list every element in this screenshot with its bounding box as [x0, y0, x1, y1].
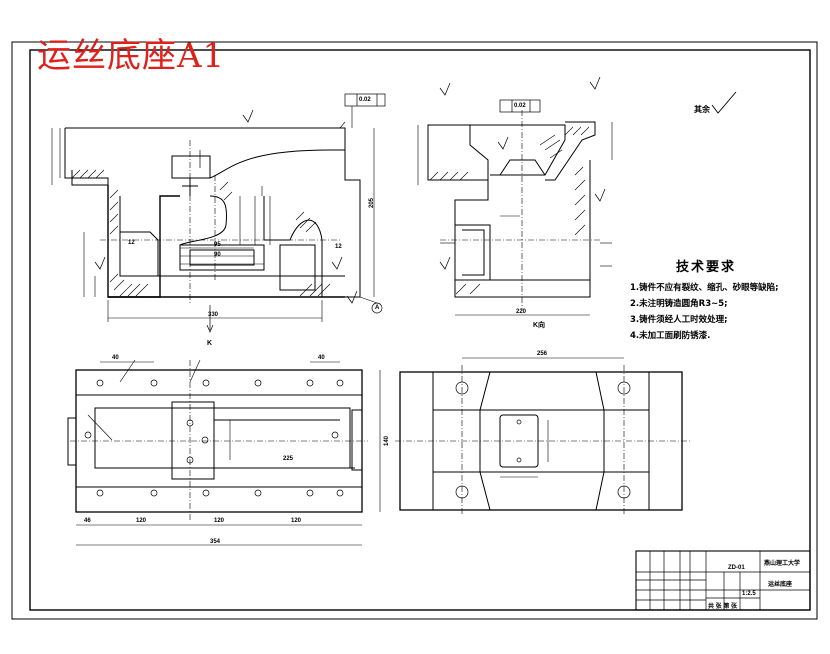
- dim-95: 95: [214, 242, 221, 248]
- dim-plan-height: 140: [384, 435, 391, 447]
- dim-12b: 12: [335, 244, 342, 250]
- inner-border: [29, 49, 811, 611]
- side-view: [417, 76, 613, 316]
- dim-120b: 120: [214, 518, 225, 524]
- title-block: [635, 550, 811, 611]
- tech-requirements-heading: 技术要求: [676, 260, 737, 275]
- k-view: [395, 357, 690, 515]
- dim-40a: 40: [112, 355, 119, 361]
- tech-requirement-4: 4.未加工面刷防锈漆.: [630, 331, 711, 341]
- dim-225: 225: [283, 456, 294, 462]
- dim-12a: 12: [128, 240, 135, 246]
- section-label-k: K向: [533, 322, 546, 329]
- datum-label: A: [375, 305, 380, 311]
- dim-40b: 40: [318, 355, 325, 361]
- tolerance-value-2: 0.02: [514, 103, 526, 109]
- outer-border: [11, 41, 818, 620]
- dim-90: 90: [214, 252, 221, 258]
- title-block-part-name: 运丝底座: [768, 582, 793, 588]
- tolerance-value-1: 0.02: [359, 97, 371, 103]
- tech-requirement-3: 3.铸件须经人工时效处理;: [630, 315, 728, 325]
- title-block-sheet: 共 张 第 张: [708, 604, 738, 610]
- k-arrow-label: K: [207, 340, 213, 347]
- dim-46: 46: [84, 518, 91, 524]
- dim-120a: 120: [136, 518, 147, 524]
- roughness-note: 其余: [694, 105, 710, 114]
- dim-plan-width: 354: [210, 539, 221, 545]
- title-block-school: 燕山理工大学: [764, 561, 801, 567]
- tech-requirement-2: 2.未注明铸造圆角R3~5;: [630, 299, 728, 309]
- plan-view: [67, 359, 381, 546]
- front-view: [51, 93, 386, 333]
- dim-front-width: 330: [208, 312, 219, 318]
- title-block-scale: 1:2.5: [742, 591, 756, 597]
- tech-requirement-1: 1.铸件不应有裂纹、缩孔、砂眼等缺陷;: [630, 283, 779, 293]
- roughness-symbol: [711, 91, 737, 114]
- sheet-title: 运丝底座A1: [37, 36, 226, 76]
- dim-plan-width2: 256: [537, 351, 548, 357]
- dim-side-width: 220: [516, 309, 527, 315]
- dim-front-height: 205: [369, 197, 376, 209]
- title-block-drawing-no: ZD-01: [728, 565, 745, 571]
- dim-120c: 120: [291, 518, 302, 524]
